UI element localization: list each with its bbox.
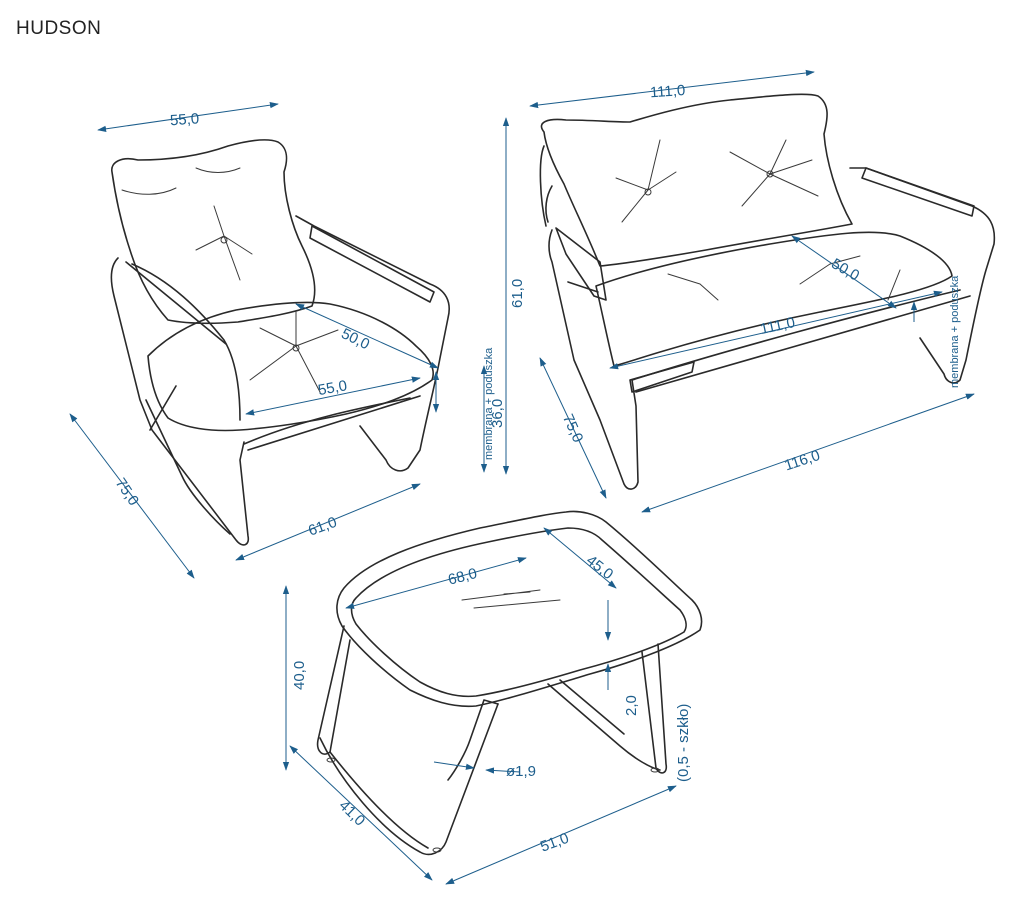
armchair-cushion-note: membrana + poduszka [483,347,495,460]
table-length-label: 68,0 [446,565,478,589]
table-top-thickness-label: 2,0 [623,695,640,716]
armchair-seat-width-label: 55,0 [317,377,349,399]
armchair-depth-top-label: 55,0 [169,110,199,129]
page-title: HUDSON [16,18,102,39]
armchair-seat-height-label: 36,0 [489,399,506,428]
sofa-width-top-label: 111,0 [649,82,685,101]
sofa-width-label: 116,0 [782,447,822,474]
sofa-height-label: 61,0 [509,279,526,308]
table-depth-label: 41,0 [335,797,368,830]
glass-thickness-label: (0,5 - szkło) [675,704,692,782]
armchair-width-label: 61,0 [306,514,339,540]
sofa-cushion-note: membrana + poduszka [949,275,961,388]
table-leg-width-label: 51,0 [538,830,571,856]
sofa-seat-depth-label: 50,0 [828,255,862,284]
armchair-drawing [110,139,450,546]
sofa-depth-label: 75,0 [559,412,586,446]
dimension-lines [69,69,975,885]
dimension-labels: 55,0 50,0 55,0 36,0 membrana + poduszka … [112,82,961,856]
sofa-seat-width-label: 111,0 [759,314,797,338]
armchair-seat-depth-label: 50,0 [339,325,373,353]
table-width-label: 45,0 [583,552,616,583]
tube-diameter-label: ø1,9 [506,763,536,780]
sofa-drawing [539,93,996,490]
table-height-label: 40,0 [291,661,308,690]
